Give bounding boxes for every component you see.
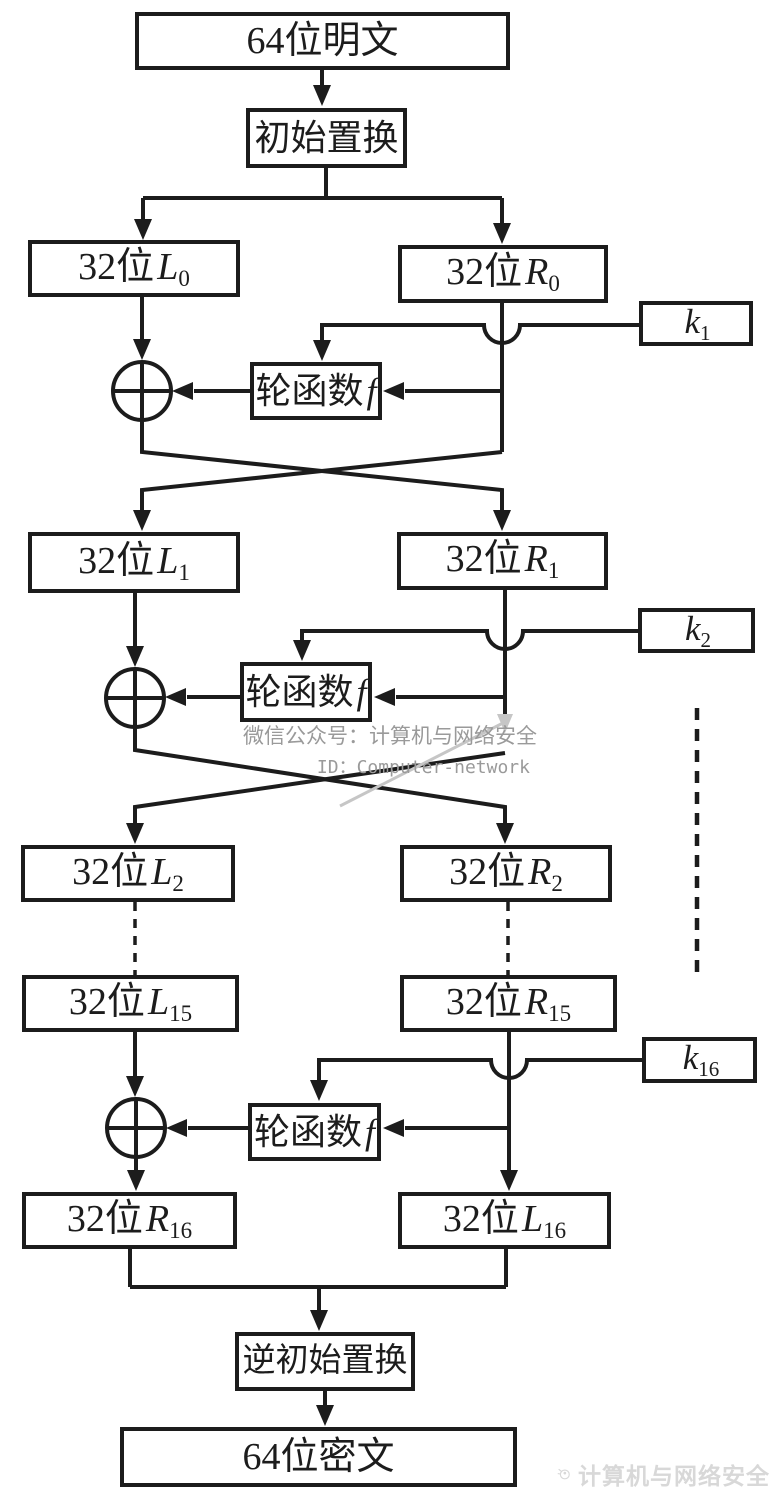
arrow-down-icon [310, 1310, 328, 1331]
round2-connectors [104, 590, 638, 844]
node-ciphertext: 64位密文 [120, 1427, 517, 1487]
node-label: 32位R15 [445, 980, 572, 1026]
ellipsis-connectors [133, 708, 700, 975]
center-watermark: 微信公众号：计算机与网络安全 ID：Computer-network [243, 724, 537, 779]
node-label: 轮函数f [245, 672, 367, 712]
node-label: 初始置换 [254, 118, 399, 158]
round16-connectors [105, 1032, 642, 1191]
node-r16: 32位R16 [22, 1192, 237, 1249]
node-l2: 32位L2 [21, 845, 235, 902]
node-l16: 32位L16 [398, 1192, 611, 1249]
node-r0: 32位R0 [398, 245, 608, 303]
arrow-down-icon [493, 223, 511, 244]
arrow-left-icon [383, 1119, 404, 1137]
arrow-down-icon [500, 1170, 518, 1191]
node-label: 64位明文 [246, 20, 399, 62]
node-inverse-initial-permutation: 逆初始置换 [235, 1332, 415, 1391]
arrow-down-icon [316, 1405, 334, 1426]
arrow-left-icon [383, 382, 404, 400]
node-k2: k2 [638, 608, 755, 653]
node-label: 32位L0 [78, 245, 190, 291]
watermark-account-line: 微信公众号：计算机与网络安全 [243, 725, 537, 748]
arrow-left-icon [172, 382, 193, 400]
arrow-down-icon [133, 339, 151, 360]
arrow-left-icon [374, 688, 395, 706]
node-label: 轮函数f [255, 371, 377, 411]
node-label: 32位R0 [446, 251, 560, 296]
arrow-down-icon [293, 640, 311, 661]
node-plaintext: 64位明文 [135, 12, 510, 70]
arrow-down-icon [134, 219, 152, 240]
node-label: k2 [684, 608, 712, 652]
arrow-down-icon [313, 340, 331, 361]
node-label: 轮函数f [253, 1112, 376, 1152]
output-flow-connectors [128, 1249, 508, 1426]
node-label: k16 [682, 1038, 720, 1081]
node-round-function-1: 轮函数f [250, 362, 382, 420]
arrow-down-icon [313, 85, 331, 106]
arrow-left-icon [165, 688, 186, 706]
node-label: 32位R2 [449, 850, 563, 896]
node-label: 32位L1 [78, 539, 190, 585]
arrow-down-icon [496, 823, 514, 844]
arrow-left-icon [166, 1119, 187, 1137]
arrow-down-icon [133, 510, 151, 531]
footer-watermark: 计算机与网络安全 [556, 1455, 770, 1493]
swap-diagonal [140, 420, 504, 511]
node-l15: 32位L15 [22, 975, 239, 1032]
node-round-function-16: 轮函数f [248, 1103, 381, 1161]
round1-connectors [111, 297, 639, 531]
node-r1: 32位R1 [397, 532, 608, 590]
node-round-function-2: 轮函数f [240, 662, 372, 722]
node-l1: 32位L1 [28, 532, 240, 593]
node-label: 32位L15 [68, 980, 193, 1026]
node-r15: 32位R15 [400, 975, 617, 1032]
node-k16: k16 [642, 1037, 757, 1083]
node-initial-permutation: 初始置换 [246, 108, 407, 168]
node-label: 32位R1 [445, 538, 560, 583]
arrow-down-icon [126, 823, 144, 844]
key-line-with-hop [317, 1058, 642, 1081]
arrow-down-icon [126, 1076, 144, 1097]
swap-diagonal [140, 450, 503, 511]
swap-diagonal [133, 751, 506, 824]
node-label: 32位R16 [66, 1197, 193, 1243]
top-flow-connectors [134, 70, 511, 244]
key-line-with-hop [320, 323, 639, 345]
watermark-id-line: ID：Computer-network [316, 757, 530, 778]
footer-watermark-text: 计算机与网络安全 [578, 1463, 770, 1489]
arrow-down-icon [310, 1080, 328, 1101]
node-k1: k1 [639, 301, 753, 346]
arrow-down-icon [126, 646, 144, 667]
wechat-logo-icon [557, 1468, 570, 1480]
key-line-with-hop [300, 629, 638, 651]
node-label: 64位密文 [242, 1436, 395, 1478]
node-label: 32位L16 [442, 1197, 567, 1243]
node-label: 逆初始置换 [242, 1343, 408, 1379]
arrow-down-icon [493, 510, 511, 531]
watermark-swoosh [339, 720, 506, 808]
node-r2: 32位R2 [400, 845, 612, 902]
watermark-arrow-icon [497, 714, 513, 733]
arrow-down-icon [127, 1170, 145, 1191]
node-label: 32位L2 [72, 850, 184, 896]
node-l0: 32位L0 [28, 240, 240, 297]
node-label: k1 [684, 301, 711, 345]
